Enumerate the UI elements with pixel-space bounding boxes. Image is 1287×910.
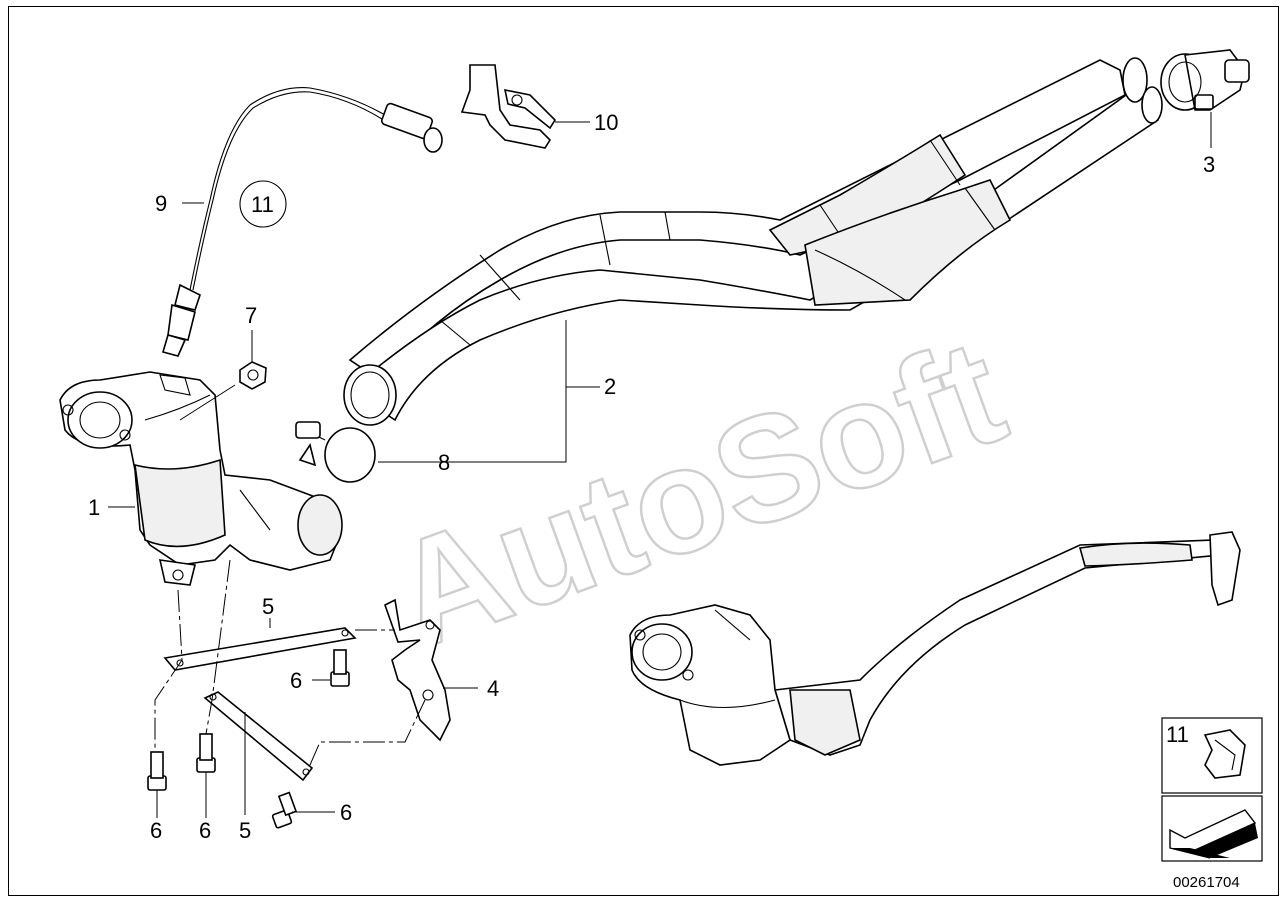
part-6-bolt-d[interactable] — [271, 791, 298, 829]
arrow-symbol-box — [1161, 795, 1263, 862]
callout-6-c: 6 — [199, 818, 211, 843]
callout-11: 11 — [251, 192, 274, 217]
part-5-brace-lower[interactable] — [203, 691, 314, 782]
callout-6-b: 6 — [150, 818, 162, 843]
part-6-bolt-c[interactable] — [196, 733, 216, 773]
assembled-exhaust-view — [629, 531, 1241, 766]
inset-box-11: 11 — [1161, 717, 1263, 794]
callout-3: 3 — [1203, 152, 1215, 177]
diagram-frame — [8, 6, 1279, 896]
part-5-brace-upper[interactable] — [163, 627, 357, 671]
part-6-bolt-a[interactable] — [330, 649, 350, 687]
callout-4: 4 — [487, 676, 499, 701]
part-11-circle — [239, 180, 287, 228]
inset-callout-11: 11 — [1166, 722, 1189, 747]
callout-6-a: 6 — [290, 668, 302, 693]
part-7-nut[interactable] — [239, 361, 267, 390]
part-9-oxygen-sensor[interactable] — [162, 87, 443, 357]
callout-8: 8 — [438, 450, 450, 475]
part-1-catalytic-converter[interactable] — [59, 371, 343, 586]
inset-clip-part — [1203, 729, 1246, 779]
callout-labels: 1 2 3 4 5 5 6 6 6 6 7 8 9 10 11 — [88, 110, 1215, 843]
part-10-bracket[interactable] — [460, 64, 557, 149]
part-2-y-pipe[interactable] — [343, 57, 1163, 426]
callout-9: 9 — [155, 191, 167, 216]
callout-7: 7 — [245, 303, 257, 328]
callout-1: 1 — [88, 495, 100, 520]
part-4-bracket[interactable] — [384, 598, 451, 742]
callout-5-upper: 5 — [262, 594, 274, 619]
part-3-clamp[interactable] — [1160, 49, 1250, 111]
callout-10: 10 — [594, 110, 618, 135]
part-6-bolt-b[interactable] — [147, 751, 167, 791]
callout-6-d: 6 — [340, 800, 352, 825]
part-8-clamp[interactable] — [295, 421, 376, 483]
callout-2: 2 — [604, 374, 616, 399]
leader-lines — [108, 112, 1212, 818]
callout-5-lower: 5 — [239, 818, 251, 843]
reference-number: 00261704 — [1173, 874, 1240, 891]
